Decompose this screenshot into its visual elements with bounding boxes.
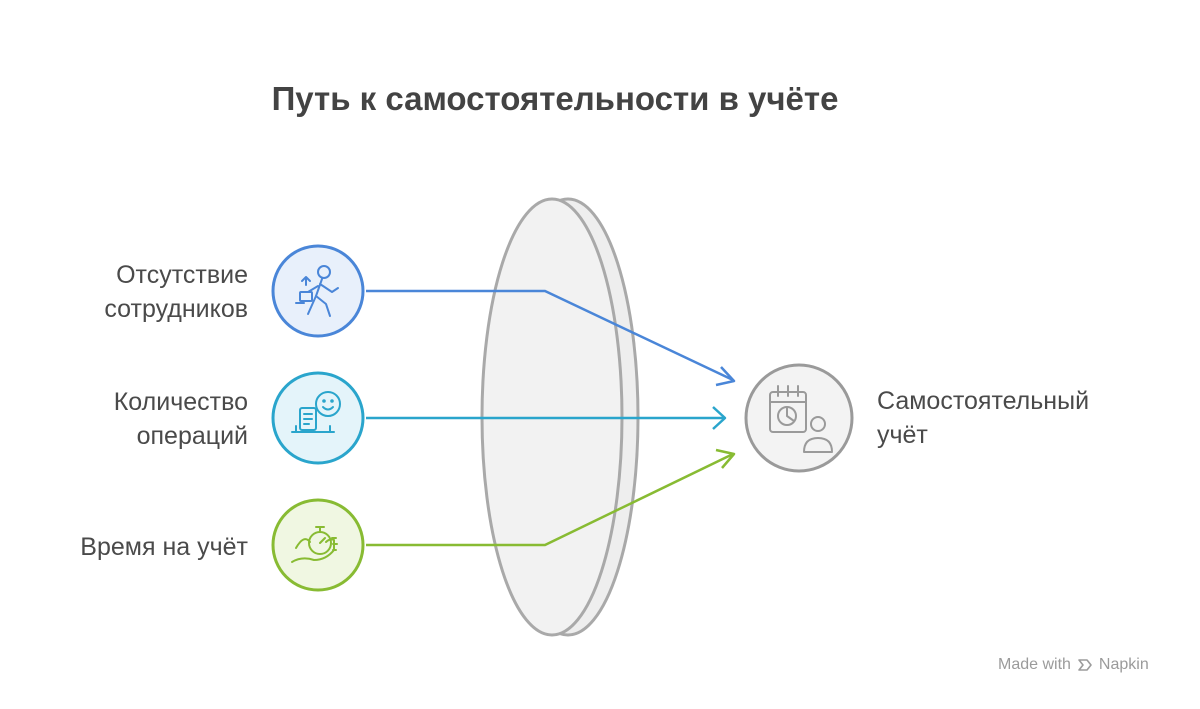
label-independent-accounting: Самостоятельный учёт bbox=[877, 384, 1089, 452]
connector-staff-absence bbox=[366, 289, 736, 387]
label-independent-accounting-line1: Самостоятельный bbox=[877, 387, 1090, 415]
label-staff-absence: Отсутствие сотрудников bbox=[104, 258, 248, 326]
hand-stopwatch-icon bbox=[271, 498, 365, 592]
calendar-chart-person-icon bbox=[744, 363, 854, 473]
label-staff-absence-line2: сотрудников bbox=[104, 295, 248, 323]
label-independent-accounting-line2: учёт bbox=[877, 421, 928, 449]
label-accounting-time-line1: Время на учёт bbox=[80, 533, 248, 561]
napkin-brand-text: Napkin bbox=[1098, 656, 1149, 673]
label-operations-count-line1: Количество bbox=[113, 388, 248, 416]
made-with-text: Made with bbox=[998, 656, 1071, 673]
label-accounting-time: Время на учёт bbox=[80, 530, 248, 564]
page-title: Путь к самостоятельности в учёте bbox=[271, 80, 839, 117]
label-operations-count: Количество операций bbox=[114, 385, 248, 453]
connector-accounting-time bbox=[366, 448, 736, 547]
napkin-logo-icon bbox=[1078, 659, 1092, 671]
connector-operations-count bbox=[366, 406, 727, 430]
label-operations-count-line2: операций bbox=[136, 422, 248, 450]
label-staff-absence-line1: Отсутствие bbox=[116, 261, 248, 289]
smiling-face-document-icon bbox=[271, 371, 365, 465]
walking-person-icon bbox=[271, 244, 365, 338]
made-with-napkin: Made with Napkin bbox=[998, 656, 1149, 674]
